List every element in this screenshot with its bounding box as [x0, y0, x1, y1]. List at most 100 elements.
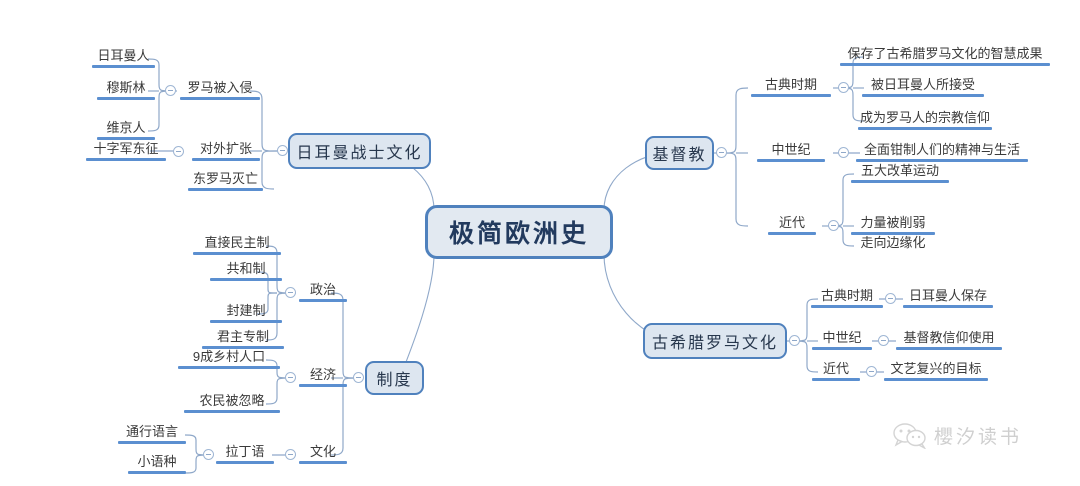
node-republic[interactable]: 共和制 [210, 260, 282, 283]
node-preserved-by-germanic-people-label: 日耳曼人保存 [908, 288, 987, 303]
node-underline [903, 305, 993, 308]
node-middle-ages-greco[interactable]: 中世纪 [812, 329, 872, 352]
node-90pct-rural-population-label: 9成乡村人口 [192, 349, 266, 364]
node-marginalized[interactable]: 走向边缘化 [851, 234, 935, 257]
node-peasants-ignored-label: 农民被忽略 [199, 393, 265, 408]
node-peasants-ignored[interactable]: 农民被忽略 [184, 392, 280, 415]
node-feudalism[interactable]: 封建制 [210, 302, 282, 325]
toggle-external-expansion[interactable] [173, 146, 184, 157]
node-preserved-greco-roman-wisdom[interactable]: 保存了古希腊罗马文化的智慧成果 [840, 45, 1050, 68]
toggle-culture[interactable] [285, 449, 296, 460]
node-underline [811, 305, 883, 308]
node-muslims[interactable]: 穆斯林 [97, 79, 155, 102]
branch-node-system[interactable]: 制度 [365, 361, 424, 395]
toggle-greco-roman-culture[interactable] [789, 335, 800, 346]
node-fall-of-eastern-rome[interactable]: 东罗马灭亡 [188, 170, 263, 193]
node-preserved-by-germanic-people[interactable]: 日耳曼人保存 [903, 287, 993, 310]
node-underline [858, 127, 992, 130]
node-politics-label: 政治 [309, 282, 336, 297]
node-underline [192, 158, 260, 161]
node-feudalism-label: 封建制 [226, 303, 266, 318]
toggle-middle-ages-greco[interactable] [878, 335, 889, 346]
toggle-politics[interactable] [285, 287, 296, 298]
node-classical-period-christianity[interactable]: 古典时期 [751, 76, 831, 99]
node-underline [299, 299, 347, 302]
node-five-reform-movements-label: 五大改革运动 [860, 163, 939, 178]
node-modern-era-christianity[interactable]: 近代 [768, 214, 816, 237]
node-underline [128, 471, 186, 474]
toggle-roman-invasion[interactable] [165, 85, 176, 96]
toggle-modern-era-christianity[interactable] [828, 220, 839, 231]
node-external-expansion-label: 对外扩张 [199, 141, 252, 156]
node-absolute-monarchy[interactable]: 君主专制 [202, 328, 284, 351]
node-underline [851, 180, 949, 183]
node-power-weakened[interactable]: 力量被削弱 [851, 214, 935, 237]
node-underline [86, 158, 166, 161]
node-modern-era-greco[interactable]: 近代 [812, 360, 860, 383]
node-total-control-of-spirit-and-life[interactable]: 全面钳制人们的精神与生活 [856, 141, 1028, 164]
node-minor-languages[interactable]: 小语种 [128, 453, 186, 476]
root-node-label: 极简欧洲史 [448, 220, 589, 248]
node-underline [193, 252, 281, 255]
node-underline [884, 378, 988, 381]
node-goal-of-renaissance[interactable]: 文艺复兴的目标 [884, 360, 988, 383]
node-external-expansion[interactable]: 对外扩张 [192, 140, 260, 163]
node-preserved-greco-roman-wisdom-label: 保存了古希腊罗马文化的智慧成果 [847, 46, 1043, 61]
node-classical-period-christianity-label: 古典时期 [764, 77, 817, 92]
node-became-roman-religion-label: 成为罗马人的宗教信仰 [859, 110, 990, 125]
branch-node-germanic-warrior-culture[interactable]: 日耳曼战士文化 [288, 133, 431, 169]
node-accepted-by-germanic-people[interactable]: 被日耳曼人所接受 [862, 76, 984, 99]
node-culture[interactable]: 文化 [299, 443, 347, 466]
node-crusades[interactable]: 十字军东征 [86, 140, 166, 163]
node-underline [851, 252, 935, 255]
node-direct-democracy[interactable]: 直接民主制 [193, 234, 281, 257]
node-republic-label: 共和制 [226, 261, 266, 276]
toggle-latin[interactable] [203, 449, 214, 460]
node-underline [92, 65, 155, 68]
node-underline [178, 366, 280, 369]
node-lingua-franca[interactable]: 通行语言 [118, 423, 186, 446]
node-underline [840, 63, 1050, 66]
toggle-modern-era-greco[interactable] [866, 366, 877, 377]
node-politics[interactable]: 政治 [299, 281, 347, 304]
node-underline [210, 278, 282, 281]
toggle-system[interactable] [353, 372, 364, 383]
node-underline [757, 159, 825, 162]
toggle-classical-period-greco[interactable] [885, 293, 896, 304]
toggle-middle-ages-christianity[interactable] [838, 147, 849, 158]
node-underline [202, 346, 284, 349]
node-underline [184, 410, 280, 413]
branch-node-germanic-warrior-culture-label: 日耳曼战士文化 [296, 145, 423, 162]
branch-node-system-label: 制度 [376, 372, 413, 389]
node-crusades-label: 十字军东征 [93, 141, 159, 156]
node-used-by-christian-faith-label: 基督教信仰使用 [903, 330, 995, 345]
node-middle-ages-christianity[interactable]: 中世纪 [757, 141, 825, 164]
node-direct-democracy-label: 直接民主制 [204, 235, 270, 250]
node-roman-invasion[interactable]: 罗马被入侵 [180, 79, 260, 102]
node-underline [896, 347, 1002, 350]
toggle-economy[interactable] [285, 372, 296, 383]
node-accepted-by-germanic-people-label: 被日耳曼人所接受 [870, 77, 975, 92]
toggle-classical-period-christianity[interactable] [838, 82, 849, 93]
node-90pct-rural-population[interactable]: 9成乡村人口 [178, 348, 280, 371]
toggle-germanic-warrior-culture[interactable] [277, 145, 288, 156]
node-minor-languages-label: 小语种 [137, 454, 177, 469]
node-latin[interactable]: 拉丁语 [216, 443, 274, 466]
node-became-roman-religion[interactable]: 成为罗马人的宗教信仰 [858, 109, 992, 132]
branch-node-greco-roman-culture[interactable]: 古希腊罗马文化 [643, 323, 787, 359]
toggle-christianity[interactable] [716, 147, 727, 158]
node-underline [751, 94, 831, 97]
node-absolute-monarchy-label: 君主专制 [216, 329, 269, 344]
branch-node-christianity[interactable]: 基督教 [645, 136, 714, 170]
node-power-weakened-label: 力量被削弱 [860, 215, 926, 230]
node-germanic-people[interactable]: 日耳曼人 [92, 47, 155, 70]
node-germanic-people-label: 日耳曼人 [97, 48, 150, 63]
node-economy[interactable]: 经济 [299, 366, 347, 389]
node-five-reform-movements[interactable]: 五大改革运动 [851, 162, 949, 185]
node-used-by-christian-faith[interactable]: 基督教信仰使用 [896, 329, 1002, 352]
node-underline [851, 232, 935, 235]
root-node[interactable]: 极简欧洲史 [425, 205, 613, 259]
node-classical-period-greco[interactable]: 古典时期 [811, 287, 883, 310]
node-vikings[interactable]: 维京人 [97, 119, 155, 142]
